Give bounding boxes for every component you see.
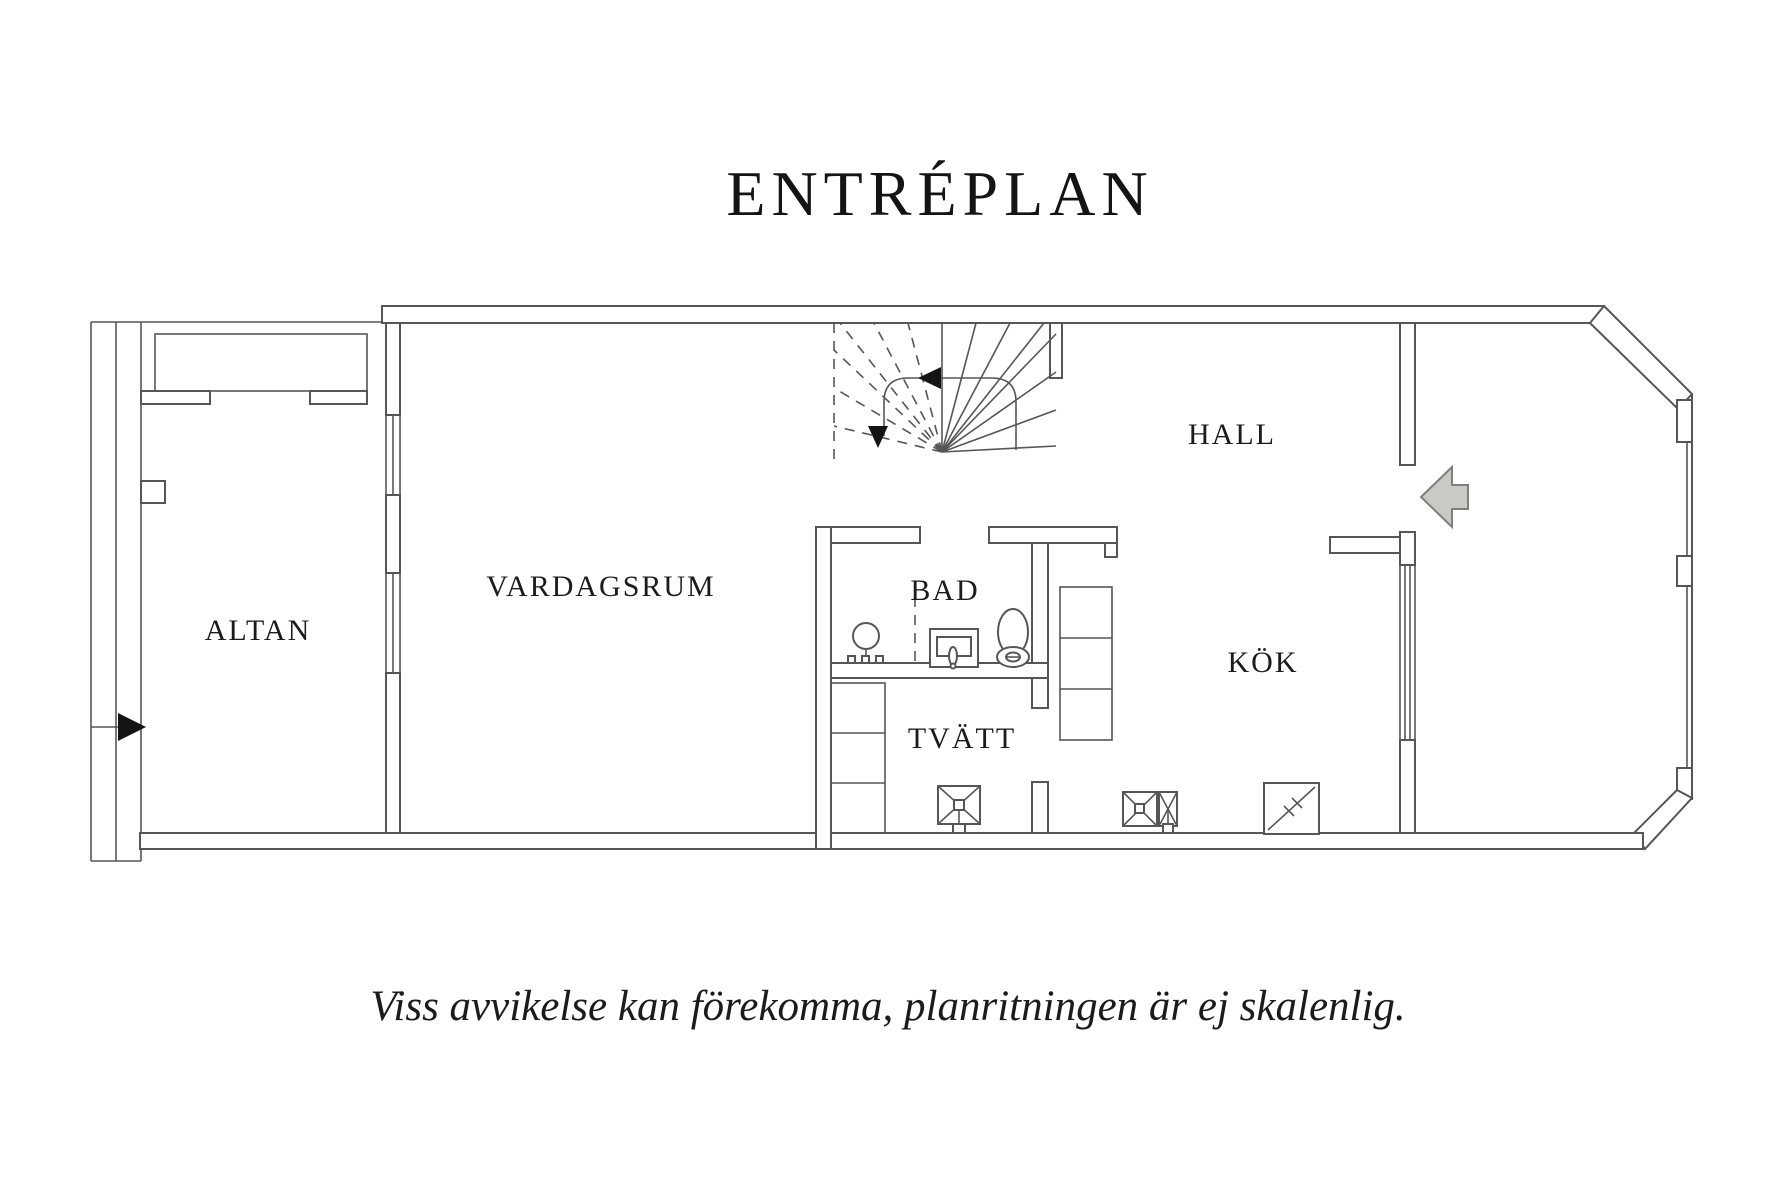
washbasin-icon <box>929 628 979 670</box>
entrance-wall <box>1329 322 1469 834</box>
outer-walls <box>139 304 1694 851</box>
room-label-kok: KÖK <box>1228 646 1299 679</box>
stair-down-arrow-icon <box>868 426 888 448</box>
altan-entry-arrow-icon <box>118 713 146 741</box>
page-title: ENTRÉPLAN <box>726 158 1153 229</box>
vardagsrum-window-lower <box>385 572 401 674</box>
room-label-tvatt: TVÄTT <box>908 722 1016 755</box>
altan-side-strip <box>90 322 146 862</box>
shower-mixer-icon <box>847 622 884 664</box>
kitchen-hob-icon <box>1122 791 1158 827</box>
tvatt-closet <box>830 682 886 834</box>
kok-window <box>1399 564 1416 741</box>
fridge-freezer-icon <box>1263 782 1320 835</box>
room-label-hall: HALL <box>1188 418 1276 451</box>
room-label-altan: ALTAN <box>205 614 312 647</box>
altan-terrace <box>91 321 386 504</box>
entry-direction-arrow-icon <box>1419 464 1469 530</box>
stair-direction-arrow-icon <box>918 367 941 389</box>
vardagsrum-window-upper <box>385 414 401 496</box>
bad-tvatt-walls <box>815 322 1118 850</box>
toilet-icon <box>996 608 1030 668</box>
washing-machine-icon <box>937 785 981 834</box>
room-label-bad: BAD <box>910 574 979 607</box>
room-label-vardagsrum: VARDAGSRUM <box>486 570 716 603</box>
staircase <box>833 322 1057 462</box>
bathroom-fixtures <box>847 597 1030 670</box>
hall-cabinet <box>1059 586 1113 741</box>
kitchen-sink-icon <box>1158 791 1178 834</box>
disclaimer-caption: Viss avvikelse kan förekomma, planritnin… <box>370 983 1405 1030</box>
kitchen-appliances <box>1122 782 1320 835</box>
